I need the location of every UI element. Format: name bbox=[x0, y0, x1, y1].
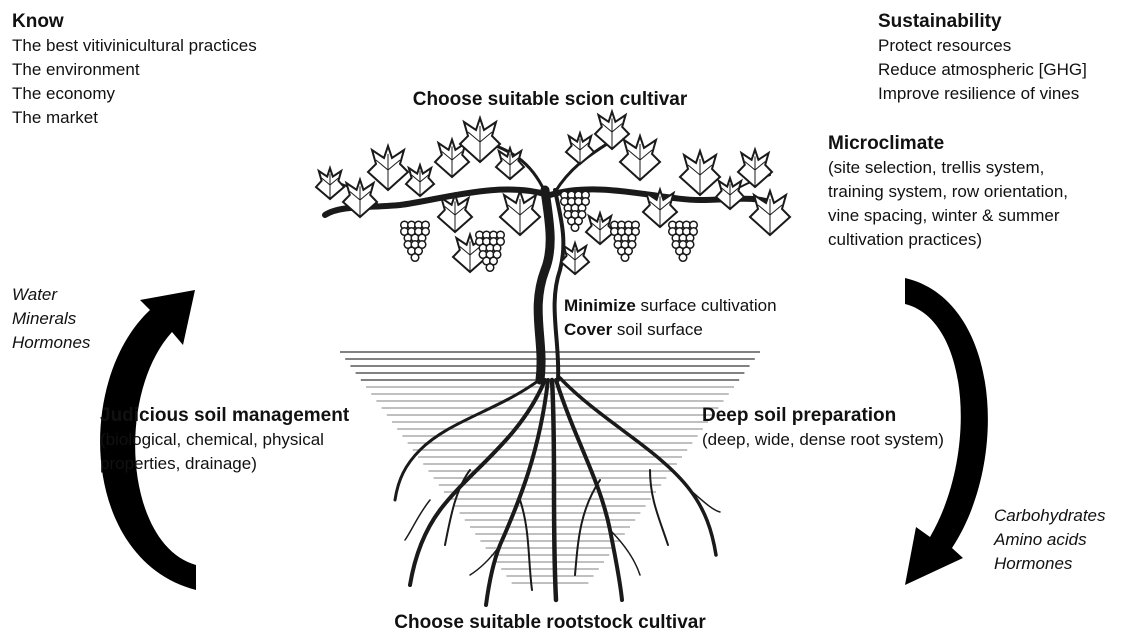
soil-management-heading: Judicious soil management bbox=[100, 404, 349, 428]
minimize-line: Minimize surface cultivation bbox=[564, 294, 777, 318]
grape-berry bbox=[486, 264, 494, 272]
microclimate-line: cultivation practices) bbox=[828, 228, 1068, 252]
sustainability-item: Reduce atmospheric [GHG] bbox=[878, 58, 1087, 82]
cover-text: soil surface bbox=[612, 320, 703, 339]
grape-berry bbox=[571, 224, 579, 232]
know-block: Know The best vitivinicultural practices… bbox=[12, 10, 257, 130]
scion-label: Choose suitable scion cultivar bbox=[340, 88, 760, 112]
upward-flow-item: Water bbox=[12, 283, 90, 307]
know-item: The market bbox=[12, 106, 257, 130]
sustainability-heading: Sustainability bbox=[878, 10, 1087, 34]
microclimate-block: Microclimate (site selection, trellis sy… bbox=[828, 132, 1068, 252]
grape-berry bbox=[621, 254, 629, 262]
sustainability-block: Sustainability Protect resources Reduce … bbox=[878, 10, 1087, 106]
know-heading: Know bbox=[12, 10, 257, 34]
downward-flow-labels: Carbohydrates Amino acids Hormones bbox=[994, 504, 1106, 576]
deep-soil-block: Deep soil preparation (deep, wide, dense… bbox=[702, 404, 944, 452]
microclimate-line: (site selection, trellis system, bbox=[828, 156, 1068, 180]
cover-keyword: Cover bbox=[564, 320, 612, 339]
downward-flow-item: Hormones bbox=[994, 552, 1106, 576]
know-item: The economy bbox=[12, 82, 257, 106]
downward-flow-item: Carbohydrates bbox=[994, 504, 1106, 528]
upward-flow-labels: Water Minerals Hormones bbox=[12, 283, 90, 355]
microclimate-line: training system, row orientation, bbox=[828, 180, 1068, 204]
minimize-keyword: Minimize bbox=[564, 296, 636, 315]
know-item: The best vitivinicultural practices bbox=[12, 34, 257, 58]
cover-line: Cover soil surface bbox=[564, 318, 777, 342]
microclimate-heading: Microclimate bbox=[828, 132, 1068, 156]
upward-flow-item: Minerals bbox=[12, 307, 90, 331]
microclimate-line: vine spacing, winter & summer bbox=[828, 204, 1068, 228]
sustainability-item: Improve resilience of vines bbox=[878, 82, 1087, 106]
sustainability-item: Protect resources bbox=[878, 34, 1087, 58]
soil-management-line: properties, drainage) bbox=[100, 452, 349, 476]
know-item: The environment bbox=[12, 58, 257, 82]
minimize-text: surface cultivation bbox=[636, 296, 777, 315]
downward-flow-item: Amino acids bbox=[994, 528, 1106, 552]
grape-berry bbox=[679, 254, 687, 262]
deep-soil-heading: Deep soil preparation bbox=[702, 404, 944, 428]
rootstock-label: Choose suitable rootstock cultivar bbox=[340, 611, 760, 635]
grape-berry bbox=[411, 254, 419, 262]
soil-management-block: Judicious soil management (biological, c… bbox=[100, 404, 349, 476]
soil-management-line: (biological, chemical, physical bbox=[100, 428, 349, 452]
upward-flow-item: Hormones bbox=[12, 331, 90, 355]
soil-hatching bbox=[340, 352, 760, 583]
surface-practices: Minimize surface cultivation Cover soil … bbox=[564, 294, 777, 342]
deep-soil-line: (deep, wide, dense root system) bbox=[702, 428, 944, 452]
